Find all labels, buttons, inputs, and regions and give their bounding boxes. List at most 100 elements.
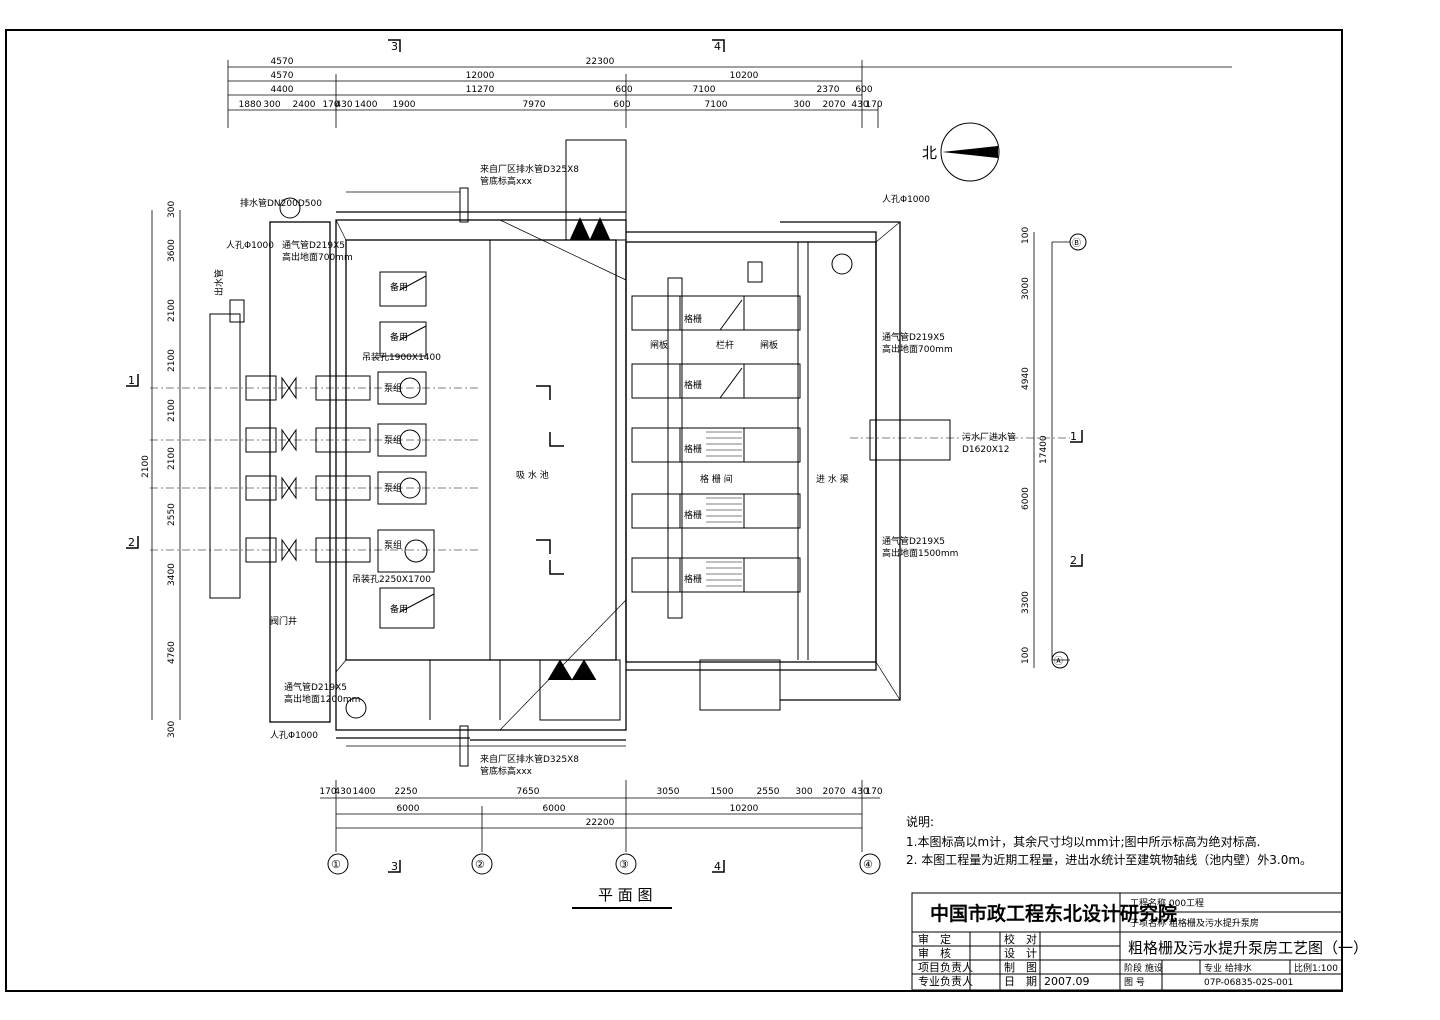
dim-bot-2b: 6000 — [543, 804, 566, 814]
inlet-pipe-label2: D1620X12 — [962, 445, 1009, 455]
dim-bot-1a: 170 — [319, 787, 336, 797]
sheet-border — [5, 29, 1343, 992]
manhole-tr-label: 人孔Φ1000 — [882, 194, 930, 205]
suction-well-marks — [536, 385, 564, 575]
role-project-lead: 项目负责人 — [918, 960, 973, 974]
section-marks-lr — [126, 374, 1083, 567]
axis-2: ② — [475, 858, 485, 871]
well-vlines — [547, 217, 611, 681]
dim-top-4a: 1880 — [239, 100, 262, 110]
dim-left-3: 2100 — [167, 299, 177, 322]
vent-bl-label2: 高出地面1200mm — [284, 693, 360, 705]
gate-label-1: 闸板 — [650, 339, 668, 351]
note-1: 1.本图标高以m计，其余尺寸均以mm计;图中所示标高为绝对标高. — [906, 834, 1260, 849]
dim-bot-1k: 430 — [851, 787, 868, 797]
section-mark-1-right: 1 — [1070, 430, 1077, 443]
hoist-hole-1: 吊装孔1900X1400 — [362, 351, 441, 363]
inlet-pipe-label: 污水厂进水管 — [962, 431, 1016, 443]
dim-bot-1f: 3050 — [657, 787, 680, 797]
vent-bl-label: 通气管D219X5 — [284, 681, 347, 693]
dim-bot-1c: 1400 — [353, 787, 376, 797]
section-mark-1-left: 1 — [128, 374, 135, 387]
plant-drain-bot2: 管底标高xxx — [480, 765, 533, 777]
dim-left-9: 4760 — [167, 641, 177, 664]
axis-1: ① — [331, 858, 341, 871]
dim-left-8: 3400 — [167, 563, 177, 586]
project-name: 工程名称 000工程 — [1130, 897, 1204, 909]
role-review: 审 核 — [918, 946, 951, 960]
pipe-centerlines — [150, 387, 1070, 551]
sub-project: 子项名称 粗格栅及污水提升泵房 — [1130, 917, 1259, 929]
dim-top-4l: 2070 — [823, 100, 846, 110]
note-2: 2. 本图工程量为近期工程量，进出水统计至建筑物轴线（池内壁）外3.0m。 — [906, 852, 1312, 867]
axis-b-label: Ⓑ — [1072, 238, 1081, 249]
dim-top-4d: 170 — [322, 100, 339, 110]
axis-3: ③ — [619, 858, 629, 871]
manhole-bl-label: 人孔Φ1000 — [270, 730, 318, 741]
dim-right-5: 3300 — [1021, 591, 1031, 614]
dim-top-4c: 2400 — [293, 100, 316, 110]
dim-top-4f: 1400 — [355, 100, 378, 110]
left-dimensions — [151, 210, 181, 720]
dim-top-1b: 22300 — [586, 57, 615, 67]
screen-label-2: 格栅 — [684, 379, 702, 391]
plant-drain-pipes — [459, 187, 469, 767]
dim-bot-1l: 170 — [865, 787, 882, 797]
notes-title: 说明: — [906, 814, 934, 829]
vent-br-label2: 高出地面1500mm — [882, 547, 958, 559]
bottom-dimensions — [320, 780, 880, 852]
dim-top-4g: 1900 — [393, 100, 416, 110]
plant-drain-top2: 管底标高xxx — [480, 175, 533, 187]
north-arrow-icon — [942, 146, 998, 158]
pump-label-6: 泵组 — [384, 539, 402, 551]
dim-bot-1b: 430 — [334, 787, 351, 797]
inlet-channel-label: 进 水 渠 — [816, 473, 849, 485]
dim-top-4n: 170 — [865, 100, 882, 110]
manhole-tl-label: 人孔Φ1000 — [226, 240, 274, 251]
dim-left-total: 2100 — [141, 455, 151, 478]
dim-bot-1e: 7650 — [517, 787, 540, 797]
role-check: 校 对 — [1004, 932, 1037, 946]
dim-top-3c: 600 — [615, 85, 632, 95]
vent-tr-label2: 高出地面700mm — [882, 343, 953, 355]
dim-bot-1i: 300 — [795, 787, 812, 797]
drawing-discipline: 专业 给排水 — [1204, 962, 1252, 974]
section-mark-3-top: 3 — [391, 40, 398, 53]
north-arrow-circle — [940, 122, 1000, 182]
section-marks-bottom — [388, 860, 725, 873]
screen-label-5: 格栅 — [684, 573, 702, 585]
role-design: 设 计 — [1004, 947, 1037, 960]
dim-top-3b: 11270 — [466, 85, 495, 95]
right-dimension-text: 100 3000 4940 6000 3300 100 17400 — [1021, 227, 1049, 664]
vent-top-label: 排水管DN200D500 — [240, 197, 322, 209]
plant-drain-top: 来自厂区排水管D325X8 — [480, 163, 579, 175]
top-dimension-text: 4570 22300 4570 12000 10200 4400 11270 6… — [239, 57, 883, 110]
dim-bot-1h: 2550 — [757, 787, 780, 797]
dim-top-4j: 7100 — [705, 100, 728, 110]
dim-bot-1d: 2250 — [395, 787, 418, 797]
dim-top-3a: 4400 — [271, 85, 294, 95]
dim-top-4i: 600 — [613, 100, 630, 110]
role-draw: 制 图 — [1004, 961, 1037, 974]
dim-bot-1g: 1500 — [711, 787, 734, 797]
section-marks-top — [388, 39, 725, 52]
dim-left-6: 2100 — [167, 447, 177, 470]
dim-top-4h: 7970 — [523, 100, 546, 110]
dim-top-3f: 600 — [855, 85, 872, 95]
grille-channels — [631, 261, 801, 619]
dim-right-3: 4940 — [1021, 367, 1031, 390]
axis-b-circle — [1069, 233, 1087, 251]
plant-drain-bot: 来自厂区排水管D325X8 — [480, 753, 579, 765]
screen-label-1: 格栅 — [684, 313, 702, 325]
dim-top-2c: 10200 — [730, 71, 759, 81]
drawing-ratio: 比例1:100 — [1294, 962, 1338, 974]
axis-a-label: Ⓐ — [1054, 656, 1063, 667]
north-label: 北 — [922, 144, 937, 162]
dim-top-4k: 300 — [793, 100, 810, 110]
axis-a-circle — [1051, 651, 1069, 669]
drawing-no: 07P-06835-02S-001 — [1204, 978, 1293, 988]
dim-left-7: 2550 — [167, 503, 177, 526]
dim-right-1: 100 — [1021, 227, 1031, 244]
partitions — [429, 139, 809, 721]
valve-well-label: 阀门井 — [270, 615, 297, 627]
